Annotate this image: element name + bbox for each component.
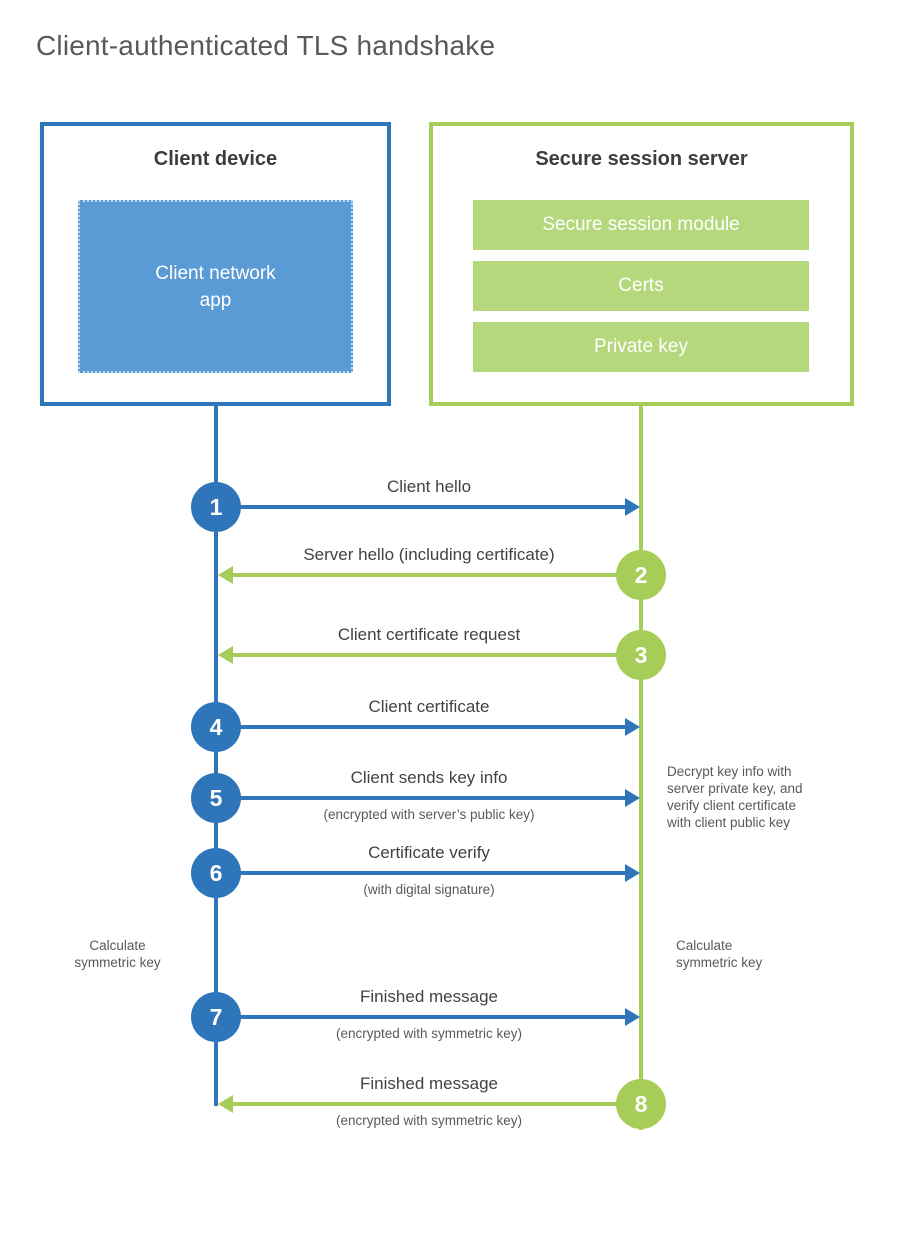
step-arrow-line (240, 796, 626, 800)
client-network-app-label: Client network app (155, 262, 276, 311)
step-arrowhead-left (218, 646, 233, 664)
step-label: Certificate verify (368, 843, 490, 862)
step-arrowhead-right (625, 864, 640, 882)
step-circle: 3 (616, 630, 666, 680)
step-number: 8 (634, 1090, 648, 1117)
step-number: 1 (209, 493, 223, 520)
step-circle: 2 (616, 550, 666, 600)
step-arrow-line (233, 1102, 617, 1106)
step-number: 2 (634, 561, 648, 588)
step-number: 4 (209, 713, 223, 740)
step-label: Finished message (360, 987, 498, 1006)
page-title: Client-authenticated TLS handshake (36, 30, 496, 61)
step-arrow-line (240, 505, 626, 509)
step-label: Server hello (including certificate) (303, 545, 555, 564)
step-arrow-line (240, 871, 626, 875)
step-sublabel: (with digital signature) (363, 882, 495, 897)
calculate-symmetric-key-note-client: Calculate symmetric key (74, 938, 161, 970)
step-number: 7 (209, 1003, 223, 1030)
step-arrowhead-right (625, 1008, 640, 1026)
server-module-bar-certs: Certs (473, 261, 809, 311)
step-number: 5 (209, 784, 223, 811)
step-arrowhead-left (218, 566, 233, 584)
step-circle: 4 (191, 702, 241, 752)
server-module-bar-secure-session-module: Secure session module (473, 200, 809, 250)
step-sublabel: (encrypted with symmetric key) (335, 1113, 523, 1128)
step-arrowhead-right (625, 498, 640, 516)
step-label: Client sends key info (350, 768, 508, 787)
decrypt-key-info-note: Decrypt key info with server private key… (667, 764, 803, 830)
step-label: Finished message (360, 1074, 498, 1093)
server-module-bar-private-key: Private key (473, 322, 809, 372)
step-arrow-line (233, 573, 617, 577)
step-arrowhead-right (625, 789, 640, 807)
step-sublabel: (encrypted with symmetric key) (335, 1026, 523, 1041)
calculate-symmetric-key-note-server: Calculate symmetric key (676, 938, 763, 970)
server-title: Secure session server (535, 148, 748, 170)
client-lifeline (214, 406, 218, 1106)
step-sublabel: (encrypted with server’s public key) (323, 807, 535, 822)
step-label: Client certificate (368, 697, 490, 716)
step-arrow-line (240, 1015, 626, 1019)
client-network-app-box: Client network app (78, 200, 353, 373)
step-arrow-line (240, 725, 626, 729)
step-arrowhead-right (625, 718, 640, 736)
step-circle: 6 (191, 848, 241, 898)
step-circle: 5 (191, 773, 241, 823)
step-label: Client certificate request (337, 625, 521, 644)
server-lifeline (639, 406, 643, 1130)
client-device-title: Client device (153, 148, 278, 170)
step-label: Client hello (386, 477, 472, 496)
step-circle: 8 (616, 1079, 666, 1129)
step-arrow-line (233, 653, 617, 657)
step-circle: 7 (191, 992, 241, 1042)
step-number: 6 (209, 859, 223, 886)
step-circle: 1 (191, 482, 241, 532)
step-arrowhead-left (218, 1095, 233, 1113)
step-number: 3 (634, 641, 648, 668)
